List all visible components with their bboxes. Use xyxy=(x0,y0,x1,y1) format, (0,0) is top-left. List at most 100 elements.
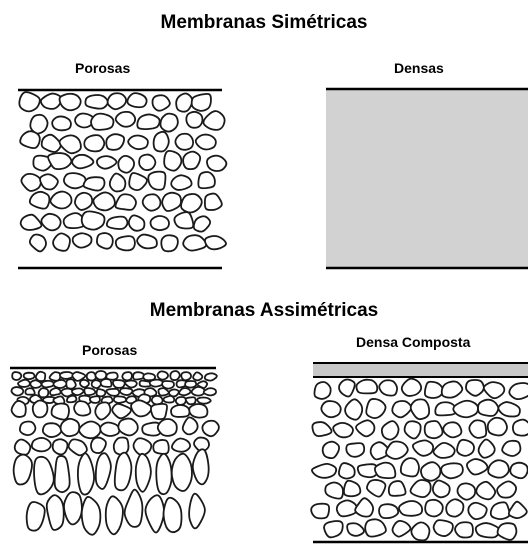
pore-shape xyxy=(160,234,179,253)
pore-shape xyxy=(487,459,510,479)
pore-shape xyxy=(378,379,398,397)
pore-shape xyxy=(11,371,23,381)
label-asymmetric-porous: Porosas xyxy=(82,342,138,358)
pore-shape xyxy=(134,452,152,493)
pore-shape xyxy=(202,110,226,131)
pore-shape xyxy=(440,380,464,399)
pore-shape xyxy=(364,518,387,538)
pore-shape xyxy=(161,191,182,212)
pore-shape xyxy=(454,521,474,539)
pore-shape xyxy=(180,371,192,382)
pore-shape xyxy=(170,174,193,191)
pore-shape xyxy=(12,453,33,486)
title-asymmetric: Membranas Assimétricas xyxy=(149,300,379,321)
pore-shape xyxy=(489,501,511,521)
pore-shape xyxy=(147,170,167,191)
dense-skin-layer xyxy=(313,363,528,377)
pore-shape xyxy=(89,395,101,404)
pore-shape xyxy=(90,436,107,454)
pore-shape xyxy=(332,421,354,439)
pore-shape xyxy=(185,110,204,129)
pore-shape xyxy=(424,498,444,518)
pore-shape xyxy=(149,215,170,232)
pore-shape xyxy=(344,398,364,421)
pore-shape xyxy=(432,479,451,499)
pore-shape xyxy=(47,152,73,170)
pore-shape xyxy=(170,404,191,418)
pore-shape xyxy=(151,94,171,112)
pore-shape xyxy=(22,371,36,381)
pore-shape xyxy=(31,399,49,419)
pore-shape xyxy=(58,371,75,380)
pore-shape xyxy=(338,462,356,480)
pore-shape xyxy=(442,421,463,439)
pore-shape xyxy=(456,438,475,457)
pore-shape xyxy=(188,403,209,419)
pore-shape xyxy=(456,482,477,501)
pore-shape xyxy=(132,371,146,381)
pore-shape xyxy=(467,501,488,521)
pore-shape xyxy=(114,193,137,211)
pore-shape xyxy=(105,215,129,230)
pore-shape xyxy=(182,234,208,252)
pore-shape xyxy=(173,211,195,230)
pore-shape xyxy=(335,499,359,518)
pore-shape xyxy=(119,387,134,396)
pore-shape xyxy=(399,457,420,478)
pore-shape xyxy=(511,418,528,437)
asymmetric-dense-composite-membrane xyxy=(310,362,528,544)
pore-shape xyxy=(117,155,135,174)
pore-shape xyxy=(74,191,94,211)
pore-shape xyxy=(112,395,127,404)
pore-shape xyxy=(39,173,59,191)
pore-shape xyxy=(71,371,87,382)
pore-shape xyxy=(142,372,157,382)
pore-shape xyxy=(324,481,344,500)
pore-shape xyxy=(37,387,50,399)
pore-shape xyxy=(144,494,165,534)
symmetric-dense-membrane xyxy=(326,87,528,270)
pore-shape xyxy=(126,92,148,109)
pore-shape xyxy=(477,438,496,459)
pore-shape xyxy=(423,380,444,399)
pore-shape xyxy=(163,150,183,172)
pore-shape xyxy=(496,480,517,499)
pore-shape xyxy=(355,419,376,438)
pore-shape xyxy=(203,372,218,382)
pore-shape xyxy=(83,387,97,396)
pore-shape xyxy=(66,394,78,404)
pore-shape xyxy=(409,479,432,499)
pore-shape xyxy=(34,370,47,382)
pore-shape xyxy=(96,155,118,170)
pore-shape xyxy=(99,421,121,437)
pore-shape xyxy=(52,379,68,389)
pore-shape xyxy=(378,503,400,519)
pore-shape xyxy=(482,381,506,400)
pore-shape xyxy=(181,416,199,436)
pore-shape xyxy=(403,420,422,440)
pore-shape xyxy=(127,134,149,151)
pore-shape xyxy=(82,176,106,192)
pore-shape xyxy=(311,421,333,438)
pore-shape xyxy=(17,378,31,388)
pore-shape xyxy=(203,192,223,211)
pore-shape xyxy=(65,378,77,390)
pore-shape xyxy=(71,232,93,249)
pore-shape xyxy=(452,399,479,419)
pore-shape xyxy=(412,439,435,457)
pore-shape xyxy=(508,382,528,400)
pore-shape xyxy=(190,92,212,112)
title-symmetric: Membranas Simétricas xyxy=(160,12,368,33)
pore-shape xyxy=(83,134,106,153)
pore-shape xyxy=(80,495,102,536)
pore-shape xyxy=(73,400,92,417)
pore-shape xyxy=(162,395,176,404)
pore-shape xyxy=(50,402,70,421)
symmetric-porous-membrane xyxy=(18,88,228,270)
pore-shape xyxy=(197,171,216,190)
pore-shape xyxy=(204,235,227,251)
pore-shape xyxy=(105,371,119,381)
pore-shape xyxy=(159,112,179,133)
pore-shape xyxy=(45,494,65,531)
pore-shape xyxy=(33,455,55,496)
